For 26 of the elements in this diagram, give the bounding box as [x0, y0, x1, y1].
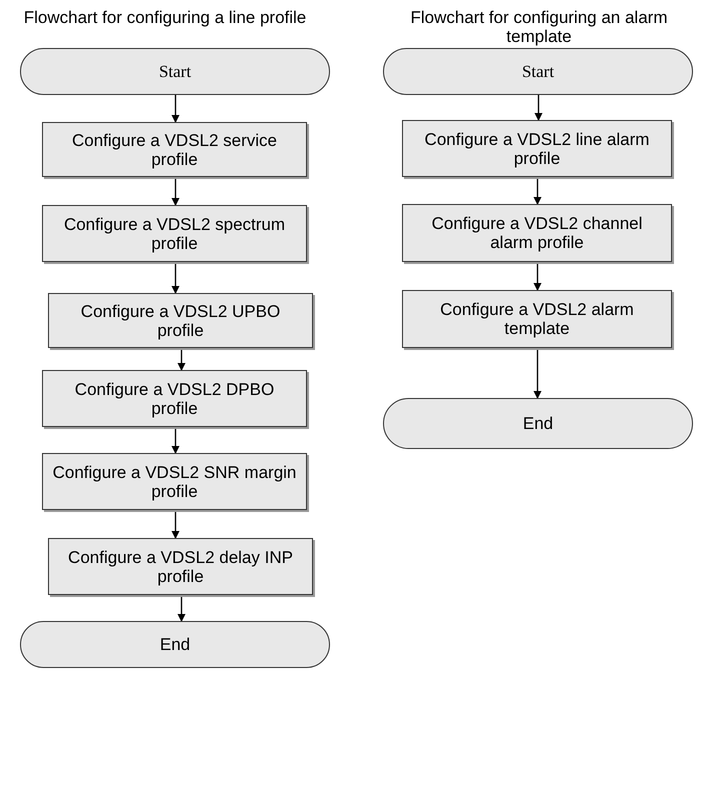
arrow — [534, 262, 542, 291]
arrow — [172, 510, 180, 539]
arrow — [172, 427, 180, 454]
start-terminal: Start — [383, 48, 693, 95]
arrow — [178, 348, 186, 371]
end-terminal: End — [20, 621, 330, 668]
arrow — [172, 95, 180, 123]
process-box: Configure a VDSL2 channel alarm profile — [402, 204, 672, 262]
arrow — [534, 95, 542, 121]
process-box: Configure a VDSL2 line alarm profile — [402, 120, 672, 177]
process-box: Configure a VDSL2 spectrum profile — [42, 205, 307, 262]
start-terminal: Start — [20, 48, 330, 95]
chart-heading: Flowchart for configuring a line profile — [22, 8, 308, 27]
process-box: Configure a VDSL2 delay INP profile — [48, 538, 313, 595]
process-box: Configure a VDSL2 SNR margin profile — [42, 453, 307, 510]
chart-heading: Flowchart for configuring an alarm template — [409, 8, 668, 46]
process-box: Configure a VDSL2 DPBO profile — [42, 370, 307, 427]
arrow — [172, 177, 180, 206]
process-box: Configure a VDSL2 alarm template — [402, 290, 672, 348]
arrow — [178, 595, 186, 622]
process-box: Configure a VDSL2 service profile — [42, 122, 307, 177]
arrow — [172, 262, 180, 294]
process-box: Configure a VDSL2 UPBO profile — [48, 293, 313, 348]
end-terminal: End — [383, 398, 693, 449]
arrow — [534, 348, 542, 399]
arrow — [534, 177, 542, 205]
